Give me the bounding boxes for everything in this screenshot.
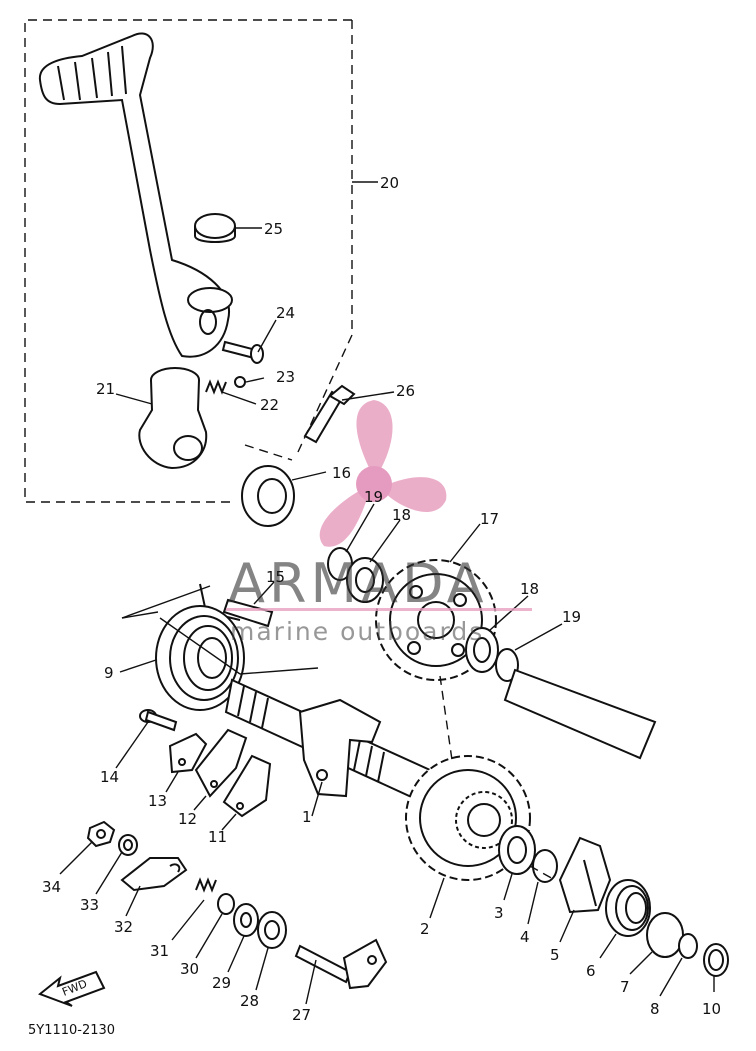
plate-13 bbox=[168, 732, 208, 774]
ball-23 bbox=[234, 376, 246, 388]
propeller-logo bbox=[319, 400, 447, 547]
kick-axle bbox=[224, 678, 432, 802]
callout-33: 33 bbox=[80, 896, 99, 914]
callout-3: 3 bbox=[494, 904, 504, 922]
washer-30 bbox=[217, 893, 235, 915]
cap bbox=[194, 213, 236, 243]
diagram-code: 5Y1110-2130 bbox=[28, 1023, 115, 1038]
spring-31 bbox=[171, 877, 217, 941]
callout-4: 4 bbox=[520, 928, 530, 946]
callout-11: 11 bbox=[208, 828, 227, 846]
callout-34: 34 bbox=[42, 878, 61, 896]
callout-10: 10 bbox=[702, 1000, 721, 1018]
callout-14: 14 bbox=[100, 768, 119, 786]
callout-12: 12 bbox=[178, 810, 197, 828]
nut-34 bbox=[86, 820, 116, 848]
plate-11 bbox=[222, 754, 272, 818]
callout-16: 16 bbox=[332, 464, 351, 482]
circlip-10 bbox=[703, 943, 729, 977]
collar-8 bbox=[678, 933, 698, 959]
ratchet-5 bbox=[558, 836, 612, 914]
callout-25: 25 bbox=[264, 220, 283, 238]
callout-17: 17 bbox=[480, 510, 499, 528]
callout-32: 32 bbox=[114, 918, 133, 936]
callout-5: 5 bbox=[550, 946, 560, 964]
callout-29: 29 bbox=[212, 974, 231, 992]
kick-lever-arm bbox=[38, 32, 233, 358]
alignment-lines bbox=[121, 611, 556, 881]
bolt-24 bbox=[221, 340, 264, 364]
callout-21: 21 bbox=[96, 380, 115, 398]
washer-3 bbox=[498, 825, 536, 875]
callout-8: 8 bbox=[650, 1000, 660, 1018]
callout-28: 28 bbox=[240, 992, 259, 1010]
callout-27: 27 bbox=[292, 1006, 311, 1024]
spring-22 bbox=[205, 379, 227, 395]
watermark-tagline: marine outboards bbox=[230, 617, 484, 646]
callout-15: 15 bbox=[266, 568, 285, 586]
callout-9: 9 bbox=[104, 664, 114, 682]
forward-direction-arrow: FWD bbox=[38, 970, 106, 1007]
oil-seal-28 bbox=[257, 911, 287, 949]
callout-19-upper: 19 bbox=[364, 488, 383, 506]
plate-12 bbox=[194, 728, 248, 798]
leader-lines bbox=[59, 227, 715, 1005]
stopper-32 bbox=[120, 857, 188, 892]
washer-33 bbox=[118, 834, 138, 856]
callout-7: 7 bbox=[620, 978, 630, 996]
callout-13: 13 bbox=[148, 792, 167, 810]
callout-19-lower: 19 bbox=[562, 608, 581, 626]
shaft-27 bbox=[294, 938, 388, 990]
countershaft-stub bbox=[503, 668, 657, 760]
watermark-brand: ARMADA bbox=[228, 552, 488, 615]
washer-lower bbox=[465, 627, 499, 673]
callout-23: 23 bbox=[276, 368, 295, 386]
callout-2: 2 bbox=[420, 920, 430, 938]
kick-lever-assembly-boundary bbox=[24, 19, 378, 503]
washer-7 bbox=[646, 912, 684, 958]
callout-31: 31 bbox=[150, 942, 169, 960]
bolt-26 bbox=[303, 384, 356, 444]
callout-24: 24 bbox=[276, 304, 295, 322]
callout-20: 20 bbox=[380, 174, 399, 192]
callout-labels: 1 2 3 4 5 6 7 8 9 10 11 12 13 14 15 16 1… bbox=[42, 174, 721, 1024]
ratchet-spring-6 bbox=[605, 879, 651, 937]
callout-18-lower: 18 bbox=[520, 580, 539, 598]
callout-22: 22 bbox=[260, 396, 279, 414]
callout-30: 30 bbox=[180, 960, 199, 978]
armada-watermark: ARMADA marine outboards bbox=[226, 400, 532, 646]
bolt-14 bbox=[139, 709, 178, 732]
circlip-lower bbox=[495, 648, 519, 682]
kick-spring bbox=[121, 585, 245, 711]
callout-6: 6 bbox=[586, 962, 596, 980]
callout-18-upper: 18 bbox=[392, 506, 411, 524]
oil-seal bbox=[241, 465, 295, 527]
callout-1: 1 bbox=[302, 808, 312, 826]
watermark-underline bbox=[226, 608, 532, 611]
callout-26: 26 bbox=[396, 382, 415, 400]
washer-upper bbox=[346, 557, 384, 603]
circlip-4 bbox=[532, 849, 558, 883]
kick-boss bbox=[138, 367, 208, 470]
washer-29 bbox=[233, 903, 259, 937]
